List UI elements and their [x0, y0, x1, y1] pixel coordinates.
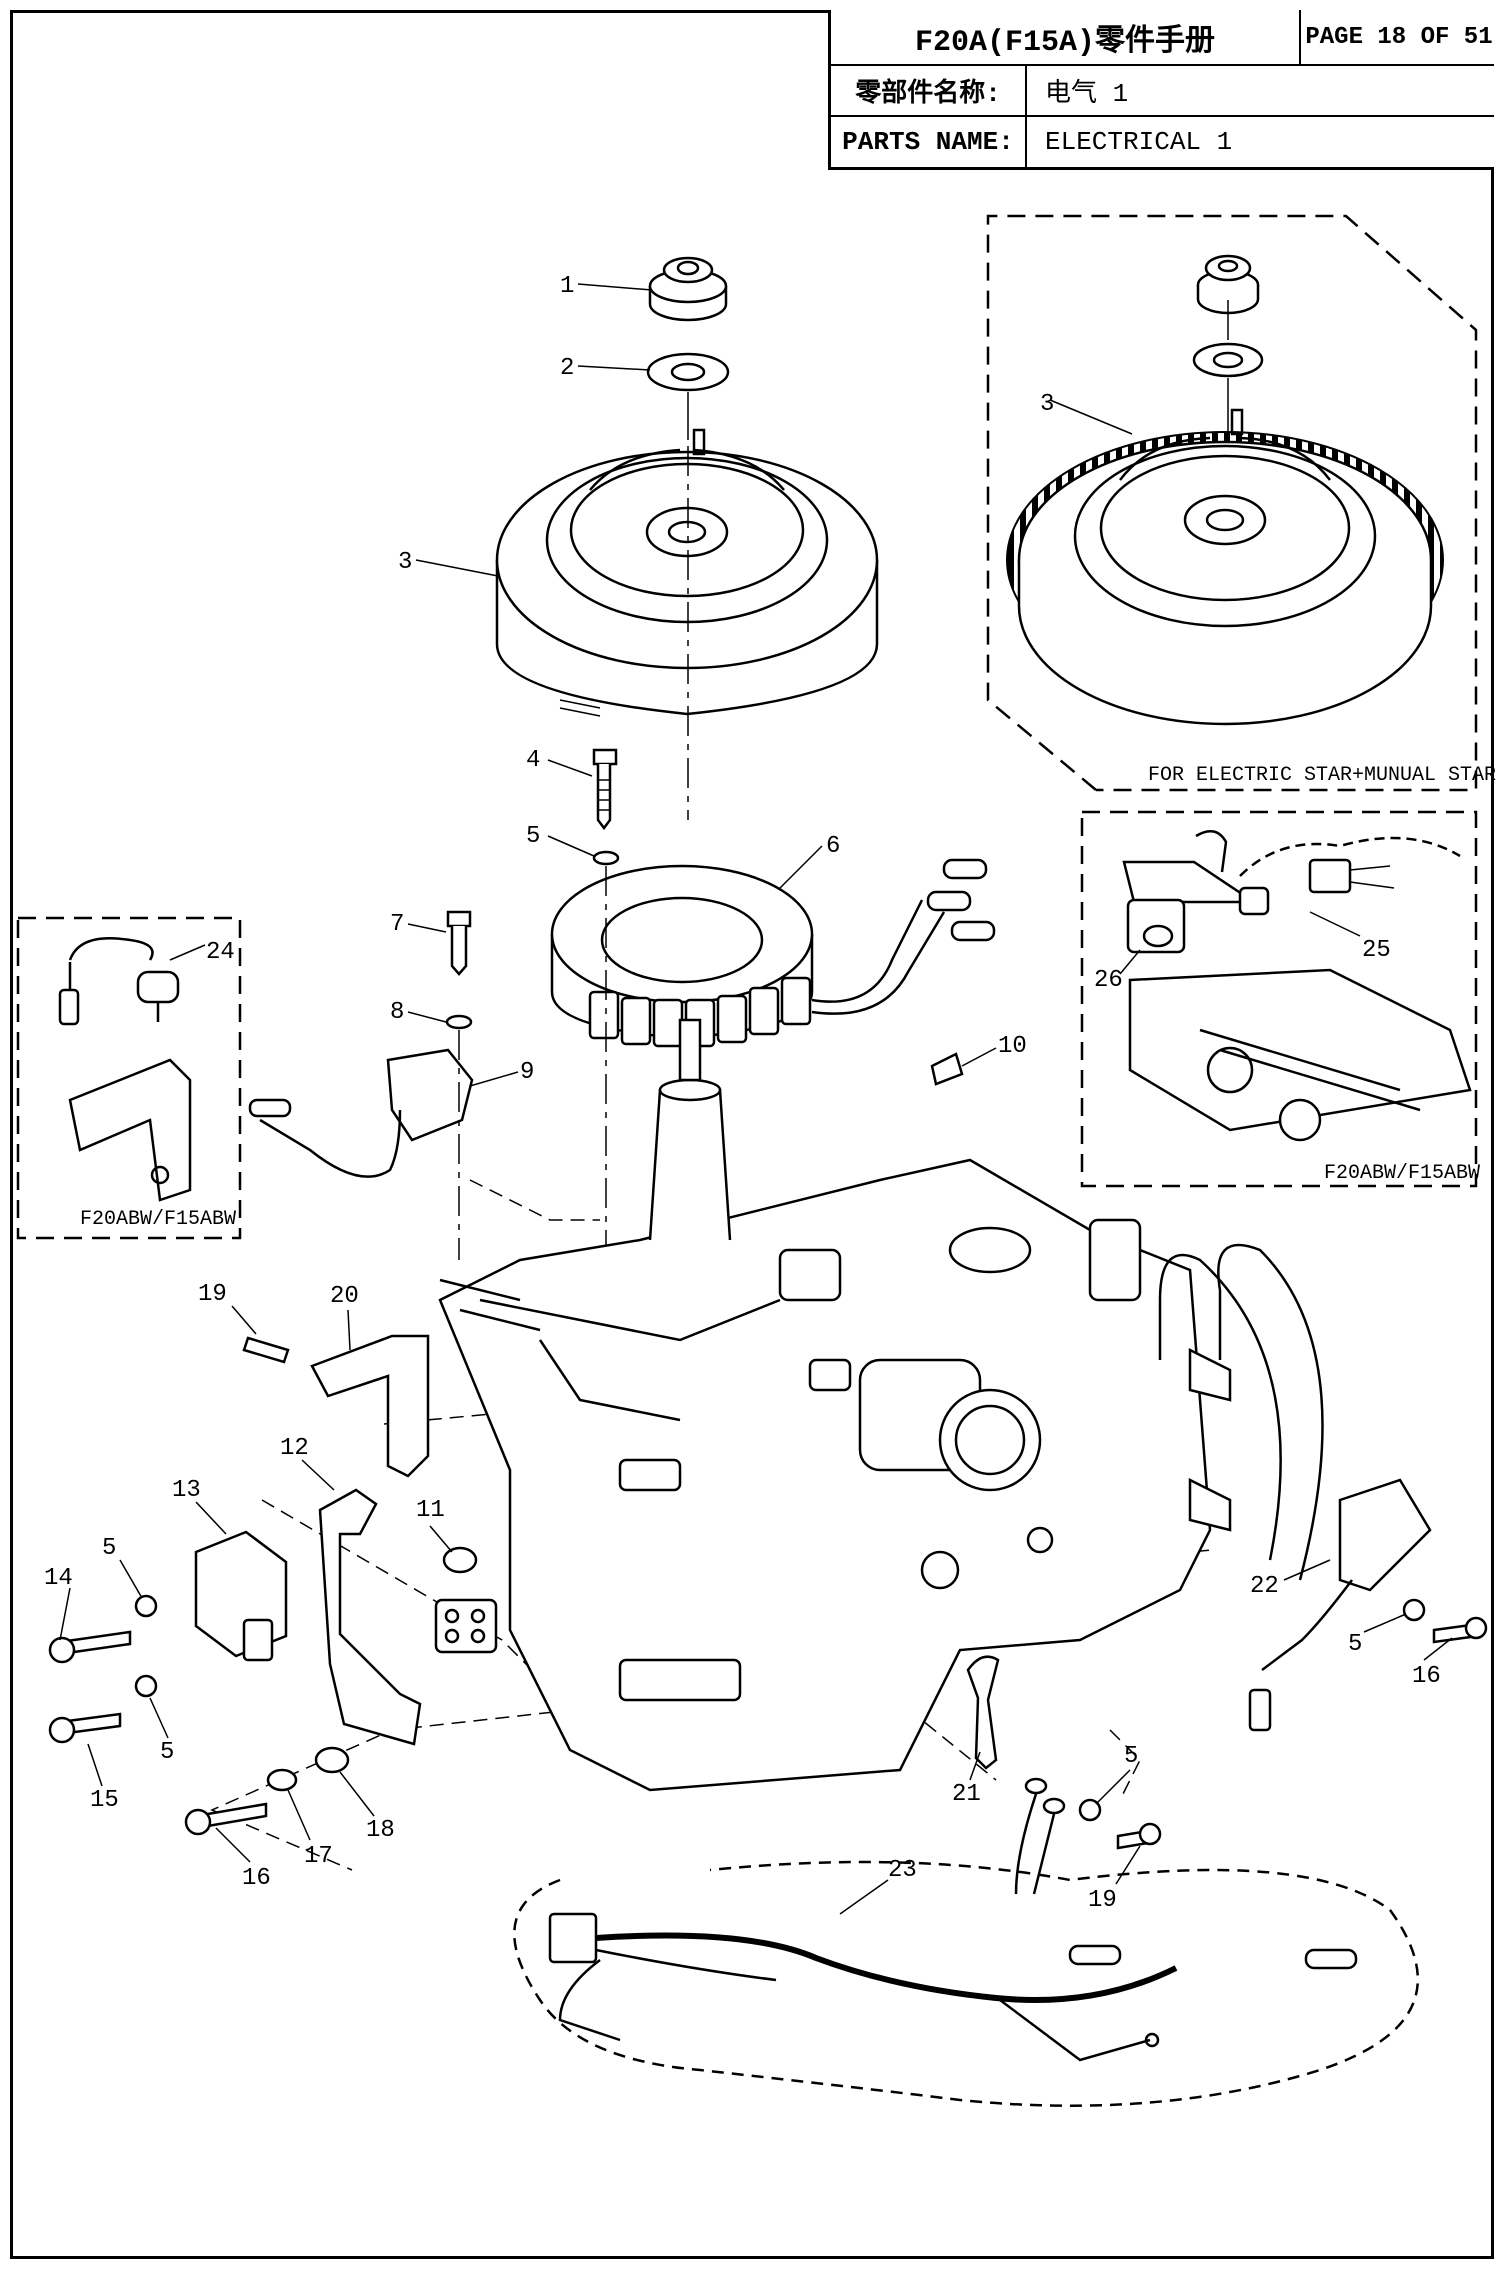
- manual-title: F20A(F15A)零件手册: [831, 10, 1301, 64]
- callout-18: 18: [366, 1817, 395, 1844]
- page-frame: [10, 10, 1494, 2259]
- callout-9: 9: [520, 1059, 534, 1086]
- callout-1: 1: [560, 273, 574, 300]
- callout-7: 7: [390, 911, 404, 938]
- callout-16-right: 16: [1412, 1663, 1441, 1690]
- callout-19-right: 19: [1088, 1887, 1117, 1914]
- callout-23: 23: [888, 1857, 917, 1884]
- callout-3: 3: [398, 549, 412, 576]
- callout-19-left: 19: [198, 1281, 227, 1308]
- callout-5-right: 5: [1348, 1631, 1362, 1658]
- callout-6: 6: [826, 833, 840, 860]
- callout-12: 12: [280, 1435, 309, 1462]
- parts-name-cn-row: 零部件名称: 电气 1: [831, 64, 1494, 117]
- callout-13: 13: [172, 1477, 201, 1504]
- left-side-parts: [48, 1334, 498, 1836]
- callout-24: 24: [206, 939, 235, 966]
- parts-name-cn-value: 电气 1: [1045, 79, 1129, 109]
- callout-14: 14: [44, 1565, 73, 1592]
- inset-abw-left: [16, 916, 242, 1240]
- callout-2: 2: [560, 355, 574, 382]
- inset-electric-start: [986, 214, 1478, 792]
- callout-5-left-lower: 5: [160, 1739, 174, 1766]
- callout-10: 10: [998, 1033, 1027, 1060]
- parts-name-cn-label: 零部件名称:: [831, 66, 1027, 115]
- inset-abw-left-caption: F20ABW/F15ABW: [80, 1208, 236, 1231]
- callout-22: 22: [1250, 1573, 1279, 1600]
- callout-26: 26: [1094, 967, 1123, 994]
- title-block: F20A(F15A)零件手册 PAGE 18 OF 51 零部件名称: 电气 1…: [828, 10, 1494, 170]
- callout-5: 5: [526, 823, 540, 850]
- callout-11: 11: [416, 1497, 445, 1524]
- inset-electric-start-caption: FOR ELECTRIC STAR+MUNUAL STAR: [1148, 764, 1496, 787]
- engine-block: [438, 1018, 1212, 1792]
- inset-abw-right-caption: F20ABW/F15ABW: [1324, 1162, 1480, 1185]
- wire-harness: [513, 1860, 1419, 2107]
- callout-21: 21: [952, 1781, 981, 1808]
- callout-leaders: [59, 283, 1453, 1915]
- callout-5-bottom: 5: [1124, 1743, 1138, 1770]
- parts-name-en-value: ELECTRICAL 1: [1045, 127, 1233, 157]
- callout-8: 8: [390, 999, 404, 1026]
- callout-5-left: 5: [102, 1535, 116, 1562]
- callout-16-left: 16: [242, 1865, 271, 1892]
- main-flywheel-assembly: [248, 256, 996, 1178]
- callout-20: 20: [330, 1283, 359, 1310]
- callout-25: 25: [1362, 937, 1391, 964]
- inset-abw-right: [1080, 810, 1478, 1188]
- right-side-parts: [966, 1243, 1488, 1895]
- callout-17: 17: [304, 1843, 333, 1870]
- parts-name-en-label: PARTS NAME:: [831, 117, 1027, 167]
- parts-name-en-row: PARTS NAME: ELECTRICAL 1: [831, 117, 1494, 167]
- callout-3-inset: 3: [1040, 391, 1054, 418]
- callout-4: 4: [526, 747, 540, 774]
- page-number: PAGE 18 OF 51: [1305, 23, 1493, 51]
- callout-15: 15: [90, 1787, 119, 1814]
